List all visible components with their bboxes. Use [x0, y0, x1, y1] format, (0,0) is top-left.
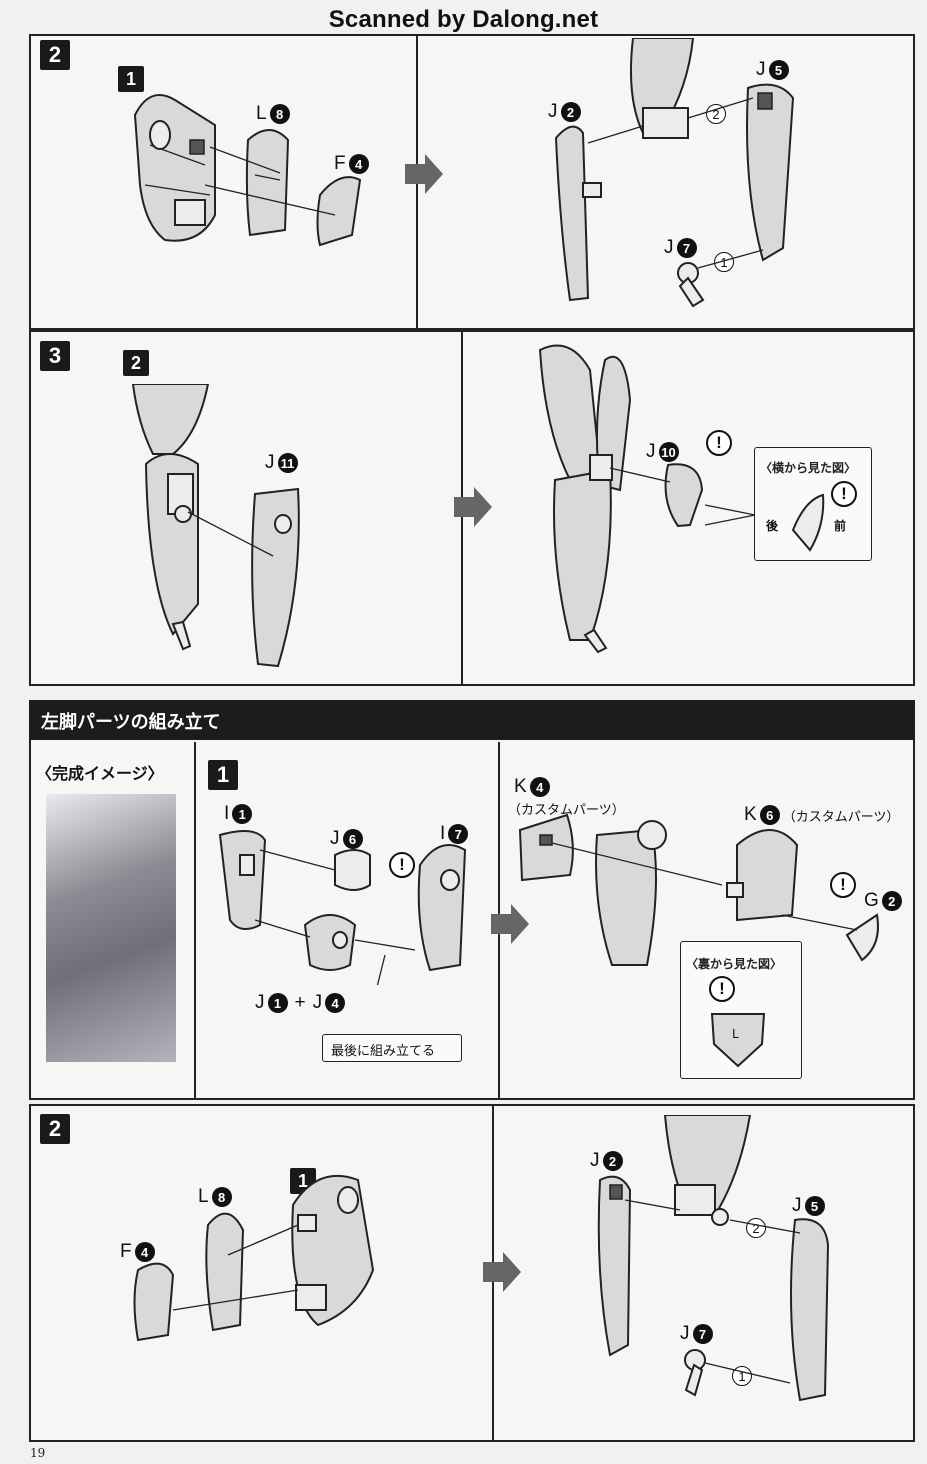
- back-view-title: 〈裏から見た図〉: [686, 957, 783, 971]
- custom-part-note-k4: （カスタムパーツ）: [508, 803, 625, 818]
- order-mark-2: 2: [706, 104, 726, 124]
- order-mark-2: 2: [746, 1218, 766, 1238]
- warning-icon: !: [830, 872, 856, 898]
- side-view-back-label: 後: [766, 519, 779, 533]
- completed-image-photo: [46, 794, 176, 1062]
- back-view-diagram: L: [710, 1013, 766, 1068]
- side-view-front-label: 前: [834, 519, 847, 533]
- next-step-arrow-icon: [491, 904, 529, 944]
- step-3-right-diagram: [538, 344, 704, 654]
- warning-icon: !: [389, 852, 415, 878]
- scan-credit: Scanned by Dalong.net: [328, 6, 599, 33]
- left-leg-step-2-right-diagram: [597, 1115, 830, 1402]
- left-leg-step-2-panel: [29, 1104, 915, 1442]
- left-leg-step-2-left-diagram: [133, 1174, 375, 1342]
- sub-step-number: 2: [123, 350, 149, 376]
- step-2-right-diagram: [554, 38, 795, 308]
- side-view-title: 〈横から見た図〉: [760, 461, 857, 475]
- completed-image-divider: [194, 742, 196, 1098]
- step-number: 1: [208, 760, 238, 790]
- step-3-left-diagram: [131, 384, 300, 668]
- assemble-last-note: 最後に組み立てる: [322, 1034, 462, 1062]
- warning-icon: !: [706, 430, 732, 456]
- next-step-arrow-icon: [483, 1252, 521, 1292]
- step-2-left-diagram: [133, 94, 362, 247]
- step-number: 2: [40, 1114, 70, 1144]
- section-title: 左脚パーツの組み立て: [41, 712, 221, 733]
- left-leg-step-1-right-diagram: [518, 813, 879, 966]
- next-step-arrow-icon: [454, 487, 492, 527]
- sub-step-number: 1: [118, 66, 144, 92]
- left-leg-step-1-diagram: [218, 830, 467, 985]
- page-number: 19: [30, 1446, 46, 1460]
- order-mark-1: 1: [714, 252, 734, 272]
- warning-icon: !: [709, 976, 735, 1002]
- completed-image-label: 〈完成イメージ〉: [36, 764, 164, 783]
- step-number: 3: [40, 341, 70, 371]
- svg-text:L: L: [732, 1027, 739, 1041]
- next-step-arrow-icon: [405, 154, 443, 194]
- section-header-bar: 左脚パーツの組み立て: [29, 700, 915, 740]
- warning-icon: !: [831, 481, 857, 507]
- step-number: 2: [40, 40, 70, 70]
- side-view-diagram: [705, 493, 825, 552]
